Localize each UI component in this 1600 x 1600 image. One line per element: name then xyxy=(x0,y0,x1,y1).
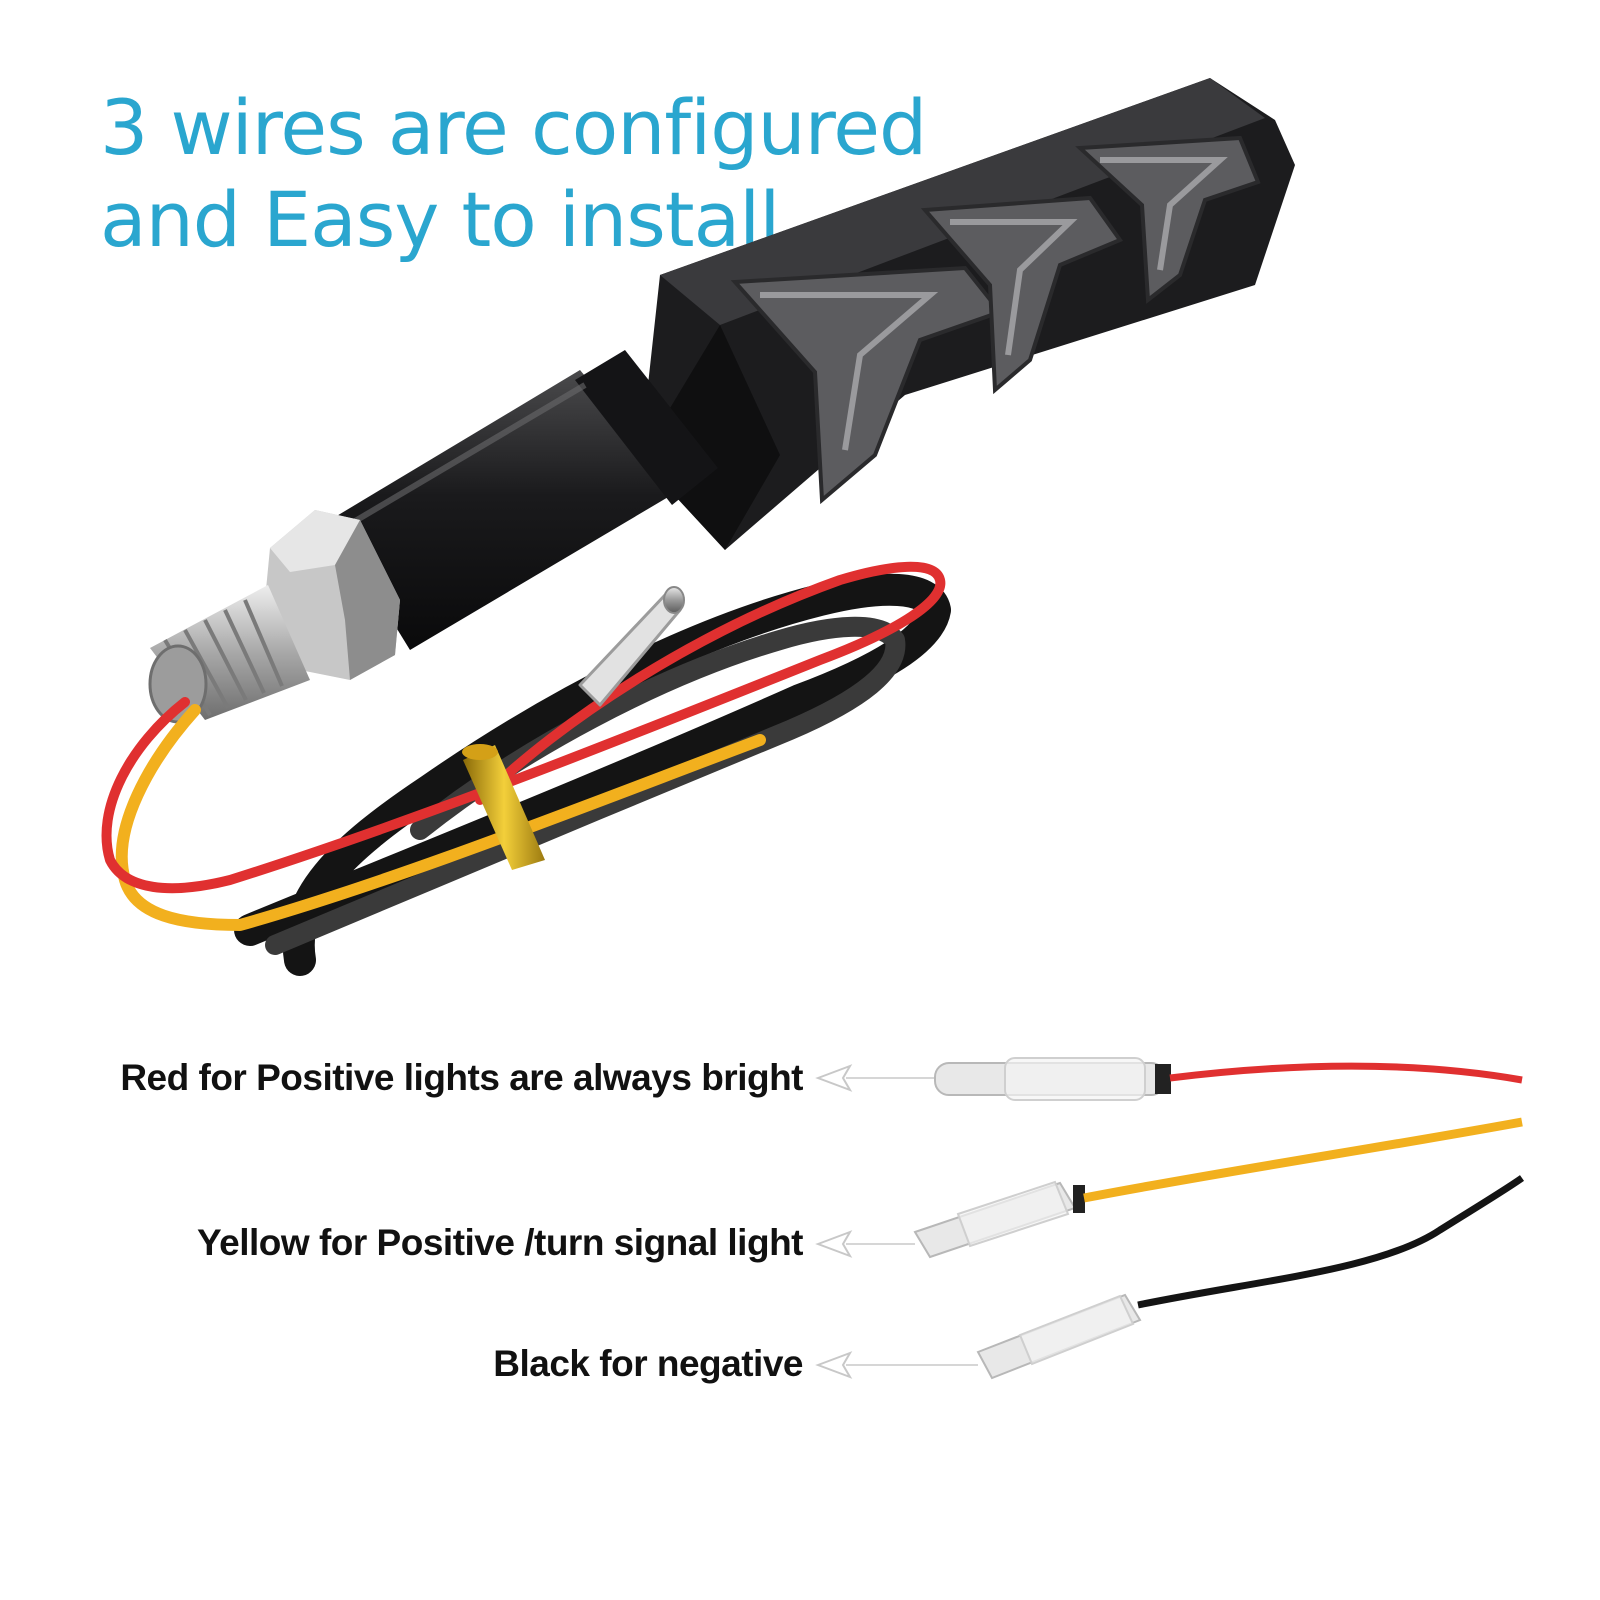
wire-legend-black xyxy=(815,1175,1525,1380)
cable-clip xyxy=(462,744,545,870)
led-chevron-lens xyxy=(730,265,1004,505)
housing-top-facet xyxy=(660,78,1265,325)
headline: 3 wires are configured and Easy to insta… xyxy=(100,82,927,266)
yellow-wire xyxy=(115,704,766,931)
headline-line-1: 3 wires are configured xyxy=(100,83,927,172)
hex-nut xyxy=(265,510,400,680)
arrow-left-icon xyxy=(815,1230,853,1258)
threaded-bolt xyxy=(148,585,310,724)
wire-bundle xyxy=(101,561,951,976)
yellow-wire-line xyxy=(1083,1117,1523,1203)
headline-line-2: and Easy to install xyxy=(100,175,780,264)
bullet-connector-tip xyxy=(663,586,685,614)
black-wire-line xyxy=(1137,1175,1525,1309)
arrow-left-icon xyxy=(815,1351,853,1379)
turn-signal-body xyxy=(148,78,1295,724)
mounting-stem xyxy=(330,350,718,650)
legend-label-black: Black for negative xyxy=(493,1343,803,1384)
wire-legend-red xyxy=(815,1057,1523,1101)
led-chevron-lens xyxy=(920,195,1124,395)
red-wire-line xyxy=(1169,1062,1523,1084)
red-wire xyxy=(101,561,946,894)
black-wire xyxy=(234,573,951,976)
arrow-left-icon xyxy=(815,1064,853,1092)
wire-legend-yellow xyxy=(815,1117,1523,1259)
legend-label-red: Red for Positive lights are always brigh… xyxy=(120,1057,803,1098)
legend-label-yellow: Yellow for Positive /turn signal light xyxy=(197,1222,803,1263)
led-chevron-lens xyxy=(1075,135,1261,304)
